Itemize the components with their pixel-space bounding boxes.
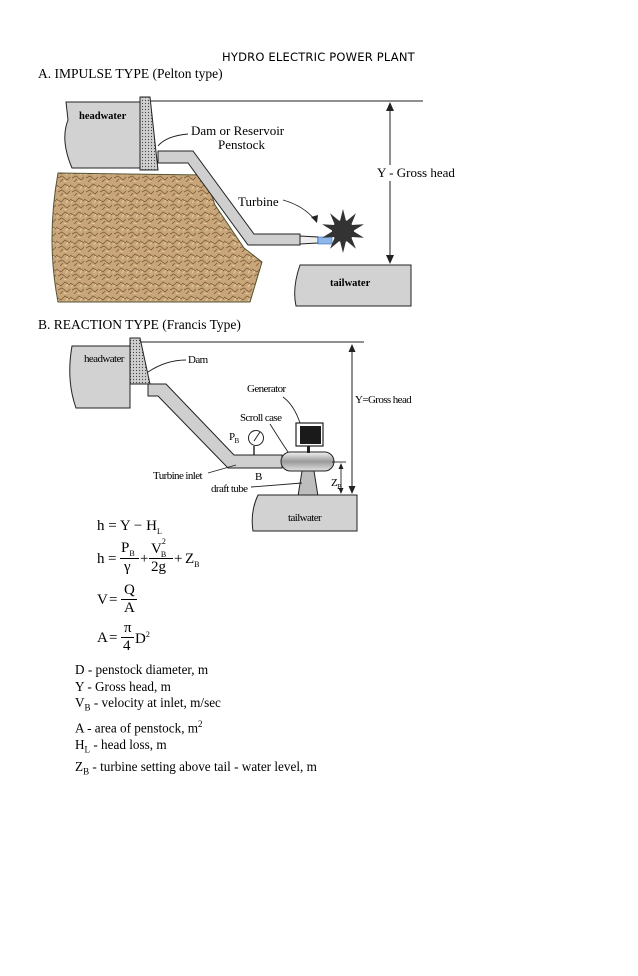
- document-title: HYDRO ELECTRIC POWER PLANT: [222, 50, 415, 64]
- dam-leader-line: [147, 359, 187, 373]
- legend-symbol: Y: [75, 678, 85, 694]
- legend-description: - penstock diameter, m: [84, 662, 209, 677]
- reaction-headwater-body: [69, 345, 131, 409]
- legend-item: ZB - turbine setting above tail - water …: [75, 759, 317, 780]
- impulse-nozzle: [299, 235, 319, 245]
- impulse-headwater-label: headwater: [79, 111, 127, 122]
- impulse-diagram: [51, 96, 423, 307]
- legend-description: - head loss, m: [90, 737, 167, 753]
- arrowhead-up: [386, 102, 394, 111]
- arrowhead-down: [386, 255, 394, 264]
- legend-symbol-subscript: L: [84, 745, 91, 756]
- gauge-needle: [253, 431, 261, 442]
- impulse-turbine-label: Turbine: [238, 194, 279, 209]
- generator-shaft: [307, 445, 310, 453]
- legend-symbol: H: [75, 737, 85, 753]
- legend-symbol-subscript: B: [84, 702, 91, 713]
- legend-item: HL - head loss, m: [75, 737, 317, 758]
- scroll-case-leader-line: [269, 423, 289, 453]
- legend-symbol: V: [75, 695, 85, 711]
- reaction-diagram: [69, 337, 364, 532]
- draft-tube-leader-line: [250, 482, 303, 488]
- impulse-dam-label: Dam or Reservoir: [191, 123, 285, 138]
- arrowhead-up: [348, 344, 356, 352]
- reaction-gross-head-label: Y=Gross head: [355, 394, 412, 406]
- impulse-gross-head-label: Y - Gross head: [376, 165, 456, 181]
- legend-item: VB - velocity at inlet, m/sec: [75, 695, 317, 716]
- legend-symbol-subscript: B: [83, 766, 90, 777]
- draft-tube-label: draft tube: [211, 483, 248, 495]
- legend-unit-superscript: 2: [198, 719, 203, 730]
- generator-label: Generator: [247, 383, 286, 395]
- reaction-penstock: [147, 383, 283, 469]
- arrowhead-down: [338, 488, 344, 494]
- legend-description: - turbine setting above tail - water lev…: [89, 758, 317, 774]
- legend-description: - Gross head, m: [84, 678, 171, 694]
- legend-item: Y - Gross head, m: [75, 679, 317, 696]
- dam-leader-line: [157, 133, 189, 147]
- impulse-tailwater-body: [294, 264, 412, 307]
- impulse-tailwater-label: tailwater: [330, 278, 371, 289]
- reaction-dam-label: Dam: [188, 354, 208, 366]
- turbine-leader-line: [282, 199, 316, 221]
- pelton-wheel: [322, 209, 364, 253]
- arrowhead-turbine: [311, 215, 318, 223]
- impulse-penstock: [157, 150, 301, 246]
- zb-label: ZB: [331, 477, 342, 492]
- reaction-heading: B. REACTION TYPE (Francis Type): [38, 317, 241, 332]
- reaction-headwater-label: headwater: [84, 353, 124, 365]
- equation-head: h = Y − HL: [97, 518, 162, 536]
- impulse-dam: [139, 96, 159, 171]
- legend-symbol: A: [75, 720, 84, 736]
- legend-symbol: Z: [75, 758, 84, 774]
- legend-description: - area of penstock, m: [83, 720, 199, 736]
- legend-symbol: D: [75, 662, 85, 677]
- gauge-pb-label: PB: [229, 431, 239, 446]
- impulse-heading: A. IMPULSE TYPE (Pelton type): [38, 66, 223, 81]
- generator-core: [300, 426, 321, 444]
- legend-description: - velocity at inlet, m/sec: [90, 695, 221, 711]
- scroll-case-label: Scroll case: [240, 412, 282, 424]
- arrowhead-down: [348, 486, 356, 494]
- legend-item: A - area of penstock, m2: [75, 716, 317, 737]
- impulse-water-jet: [317, 236, 333, 245]
- impulse-headwater-body: [64, 101, 141, 169]
- inlet-point-b-label: B: [255, 471, 262, 483]
- turbine-inlet-label: Turbine inlet: [153, 470, 203, 482]
- impulse-penstock-label: Penstock: [218, 137, 265, 152]
- reaction-dam: [129, 337, 151, 385]
- scroll-case: [280, 451, 335, 472]
- arrowhead-up: [338, 463, 344, 469]
- legend-item: D - penstock diameter, m: [75, 662, 317, 679]
- impulse-rock-mass: [51, 172, 263, 303]
- reaction-tailwater-label: tailwater: [288, 512, 322, 524]
- generator-leader-line: [282, 396, 301, 424]
- reaction-tailwater-body: [251, 494, 358, 532]
- turbine-inlet-leader-line: [207, 464, 237, 474]
